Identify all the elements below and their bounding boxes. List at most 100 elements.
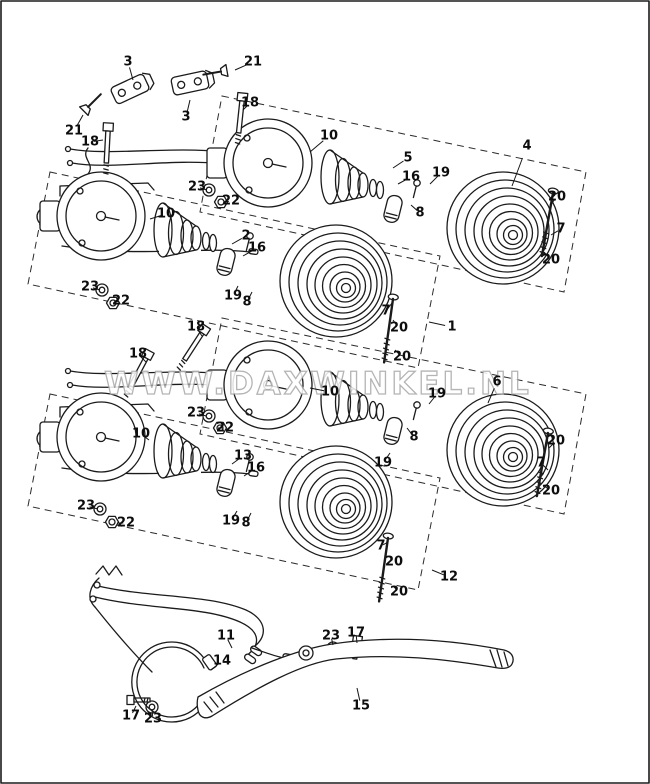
callout-leader	[210, 663, 220, 671]
callout-label-10: 10	[132, 427, 150, 442]
callout-label-18: 18	[187, 320, 205, 335]
callout-label-16: 16	[248, 241, 266, 256]
callout-leader	[487, 388, 495, 404]
callout-leader	[397, 178, 408, 185]
callout-leader	[223, 200, 229, 203]
callout-label-22: 22	[117, 516, 135, 531]
callout-label-20: 20	[542, 484, 560, 499]
callout-leader	[428, 396, 435, 405]
callout-leader	[140, 356, 147, 363]
callout-leader	[227, 639, 233, 649]
callout-leader	[429, 175, 439, 185]
callout-leader	[231, 237, 243, 245]
callout-label-21: 21	[65, 124, 83, 139]
callout-label-7: 7	[556, 222, 565, 237]
callout-leader	[198, 413, 207, 417]
callout-leader	[76, 114, 84, 127]
callout-label-11: 11	[217, 629, 235, 644]
callout-label-22: 22	[216, 421, 234, 436]
callout-leader	[410, 204, 418, 211]
callout-label-23: 23	[144, 712, 162, 727]
callout-label-20: 20	[390, 585, 408, 600]
callout-label-17: 17	[347, 626, 365, 641]
callout-label-19: 19	[222, 514, 240, 529]
callout-leader	[143, 435, 150, 441]
callout-label-8: 8	[415, 206, 424, 221]
callout-label-1: 1	[447, 320, 456, 335]
callout-leader	[247, 512, 252, 521]
callout-label-23: 23	[77, 499, 95, 514]
callout-label-21: 21	[244, 55, 262, 70]
callout-label-7: 7	[376, 539, 385, 554]
callout-leader	[234, 63, 248, 71]
callout-leader	[242, 104, 249, 111]
callout-label-12: 12	[440, 570, 458, 585]
callout-label-16: 16	[402, 170, 420, 185]
watermark-text: WWW.DAXWINKEL.NL	[104, 366, 532, 402]
exploded-group-outline-top-left	[27, 171, 441, 369]
callout-label-19: 19	[432, 166, 450, 181]
callout-leader	[186, 99, 191, 113]
small-bolt	[126, 694, 151, 706]
callout-label-5: 5	[403, 151, 412, 166]
callout-leader	[199, 187, 208, 191]
washer	[93, 502, 107, 516]
exploded-group-outline-mid-left	[27, 393, 441, 591]
callout-leader	[248, 291, 253, 300]
callout-label-7: 7	[536, 456, 545, 471]
callout-leader	[231, 457, 240, 465]
callout-label-20: 20	[542, 253, 560, 268]
callout-label-23: 23	[188, 180, 206, 195]
callout-label-23: 23	[187, 406, 205, 421]
mounting-bracket	[109, 70, 157, 106]
callout-leader	[428, 321, 446, 326]
callout-leader	[132, 705, 137, 714]
callout-label-20: 20	[393, 350, 411, 365]
callout-label-4: 4	[522, 139, 531, 154]
callout-leader	[93, 139, 104, 142]
callout-leader	[197, 329, 203, 337]
callout-label-14: 14	[213, 654, 231, 669]
callout-label-10: 10	[157, 207, 175, 222]
callout-leader	[151, 709, 154, 717]
callout-leader	[392, 160, 404, 169]
callout-leader	[406, 427, 413, 435]
callout-label-18: 18	[241, 96, 259, 111]
callout-label-20: 20	[390, 321, 408, 336]
callout-label-10: 10	[320, 129, 338, 144]
callout-label-20: 20	[548, 190, 566, 205]
callout-leader	[356, 687, 361, 701]
flat-screw	[78, 88, 107, 117]
callout-leader	[543, 251, 550, 258]
callout-leader	[89, 506, 99, 510]
callout-leader	[387, 302, 393, 309]
callout-leader	[388, 555, 393, 561]
callout-label-19: 19	[224, 289, 242, 304]
callout-leader	[309, 387, 325, 392]
callout-label-3: 3	[123, 55, 132, 70]
callout-leader	[431, 569, 445, 576]
callout-label-8: 8	[409, 430, 418, 445]
callout-leader	[394, 349, 401, 356]
callout-label-13: 13	[234, 449, 252, 464]
callout-label-6: 6	[492, 375, 501, 390]
callout-label-17: 17	[122, 709, 140, 724]
callout-label-2: 2	[241, 229, 250, 244]
callout-leader	[542, 484, 549, 490]
callout-leader	[382, 541, 389, 546]
hex-bolt	[100, 122, 115, 175]
callout-leader	[542, 464, 549, 471]
callout-label-15: 15	[352, 699, 370, 714]
callout-leader	[548, 442, 555, 449]
callout-leader	[550, 230, 559, 236]
callout-leader	[549, 199, 556, 206]
callout-leader	[331, 638, 334, 646]
callout-label-7: 7	[381, 304, 390, 319]
callout-leader	[113, 300, 119, 303]
callout-leader	[392, 319, 398, 326]
callout-label-8: 8	[242, 295, 251, 310]
